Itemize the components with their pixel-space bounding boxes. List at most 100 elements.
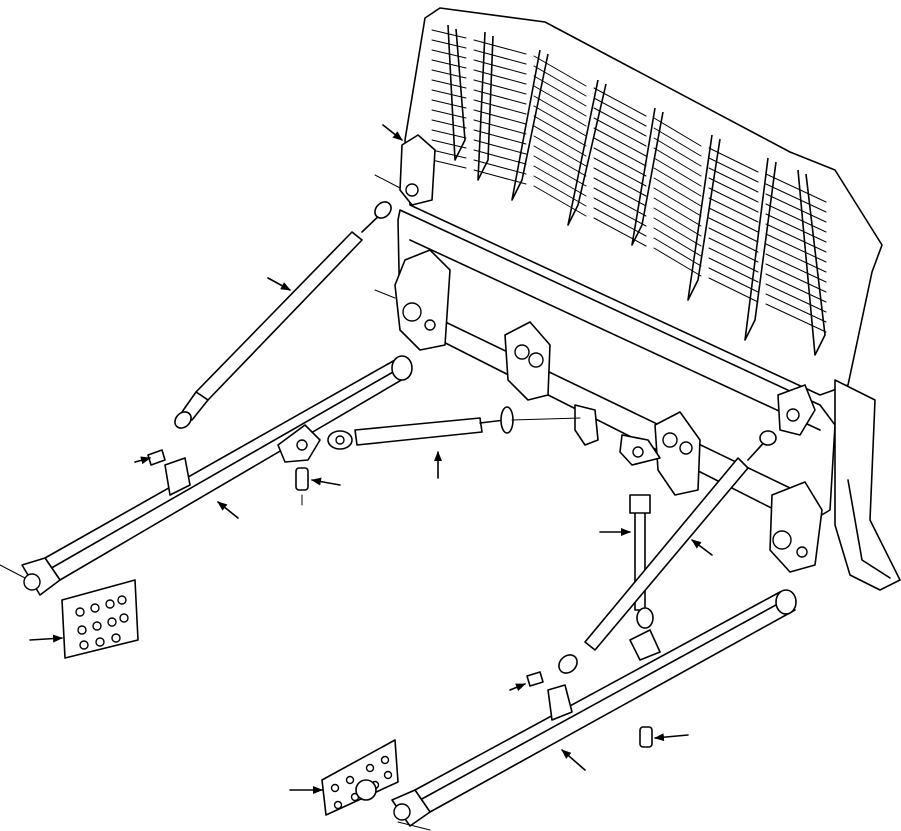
plate-right-hole-1 (330, 783, 340, 793)
plate-left-hole-9 (79, 640, 89, 650)
blade-rib-7-4 (765, 203, 827, 233)
left-push-arm-lug (164, 457, 191, 496)
blade-rib-5-1 (653, 117, 702, 147)
blade-rib-1-14 (431, 159, 467, 169)
blade-rib-3-3 (533, 75, 587, 107)
plate-left-hole-7 (107, 617, 117, 627)
blade-right-bracket-hole (662, 432, 678, 448)
plate-right-hole-8 (383, 770, 393, 780)
blade-rib-2-1 (473, 39, 527, 55)
blade-rib-3-1 (533, 55, 587, 87)
plate-right (321, 739, 399, 816)
leader-line-3 (0, 564, 26, 579)
callout-arrows (0, 124, 713, 831)
callout-arrow-7 (29, 634, 63, 643)
blade-rib-5-13 (653, 237, 702, 267)
blade-rib-6-5 (708, 187, 759, 213)
blade-rib-4-6 (593, 137, 647, 167)
blade-rib-7-6 (765, 223, 827, 253)
blade-rib-4-12 (593, 197, 647, 227)
callout-arrow-3 (134, 456, 151, 465)
left-push-arm-end-hole (23, 573, 41, 591)
blade-rib-1-4 (431, 59, 467, 69)
leader-line-4 (397, 821, 431, 831)
blade-right-top-bracket-hole (786, 408, 800, 422)
blade-rib-7-12 (765, 283, 827, 313)
blade-divider-4 (567, 79, 607, 226)
callout-arrow-9 (691, 539, 713, 556)
callout-arrow-12 (561, 749, 586, 771)
blade-rib-6-10 (708, 237, 759, 263)
blade-rib-7-9 (765, 253, 827, 283)
blade-rib-6-3 (708, 167, 759, 193)
blade-rib-1-2 (431, 39, 467, 49)
callout-arrow-10 (509, 683, 526, 692)
plate-left-hole-3 (105, 599, 115, 609)
blade-divider-2 (477, 31, 494, 181)
blade-rib-4-2 (593, 97, 647, 127)
pin-right-vertical (639, 726, 653, 748)
right-lift-cylinder-base-eye (558, 654, 578, 674)
blade-rib-5-5 (653, 157, 702, 187)
blade-rib-1-7 (431, 89, 467, 99)
plate-left-hole-10 (95, 637, 105, 647)
blade-rib-2-8 (473, 109, 527, 125)
plate-left-hole-11 (111, 633, 121, 643)
blade-top-bracket (399, 134, 436, 206)
blade-rib-1-1 (431, 29, 467, 39)
blade-rib-7-13 (765, 293, 827, 323)
brace (327, 406, 581, 450)
blade-rib-6-6 (708, 197, 759, 223)
blade-rib-4-13 (593, 207, 647, 237)
tilt-cylinder-base-eye (174, 411, 192, 429)
blade-rib-3-9 (533, 135, 587, 167)
blade-rib-2-4 (473, 69, 527, 85)
right-push-arm-tip (775, 589, 797, 615)
plate-left-hole-8 (119, 613, 129, 623)
blade-rib-7-8 (765, 243, 827, 273)
blade-divider-6 (687, 134, 721, 301)
blade-left-trunnion-hole-2 (424, 319, 436, 331)
plate-right-boss (355, 779, 377, 801)
blade-rib-5-3 (653, 137, 702, 167)
blade-rib-6-9 (708, 227, 759, 253)
left-push-arm (21, 355, 413, 596)
blade-right-bracket-hole-2 (679, 441, 693, 455)
lift-cylinder-cap (629, 494, 651, 514)
plate-left-holes (75, 595, 129, 650)
blade-rib-6-13 (708, 267, 759, 293)
blade-rib-1-10 (431, 119, 467, 129)
right-push-arm-lug (547, 684, 573, 721)
right-push-arm-end-hole (393, 803, 411, 821)
callout-arrow-6 (217, 501, 239, 519)
blade-rib-2-14 (473, 169, 527, 185)
brace-leader (511, 417, 581, 421)
blade-rib-6-1 (708, 147, 759, 173)
blade-bar-edge (409, 239, 821, 431)
blade-rib-3-2 (533, 65, 587, 97)
left-push-arm-tip (391, 355, 413, 381)
plate-right-hole-5 (333, 800, 343, 810)
blade-rib-5-4 (653, 147, 702, 177)
blade-rib-2-6 (473, 89, 527, 105)
plate-left-hole-6 (92, 621, 102, 631)
blade-rib-4-9 (593, 167, 647, 197)
right-lift-cylinder (558, 430, 777, 674)
blade-rib-6-2 (708, 157, 759, 183)
plate-left-hole-2 (90, 603, 100, 613)
blade-center-bracket-hole (514, 344, 530, 360)
blade-rib-2-13 (473, 159, 527, 175)
blade-rib-7-2 (765, 183, 827, 213)
blade-right-bracket (654, 411, 701, 496)
blade-rib-6-12 (708, 257, 759, 283)
blade-rib-4-7 (593, 147, 647, 177)
tilt-cylinder-rod-eye (374, 201, 392, 219)
callout-arrow-2 (267, 277, 291, 291)
blade-rib-4-10 (593, 177, 647, 207)
blade-rib-5-10 (653, 207, 702, 237)
blade-rib-2-12 (473, 149, 527, 165)
blade-rib-5-8 (653, 187, 702, 217)
blade (394, 7, 901, 591)
